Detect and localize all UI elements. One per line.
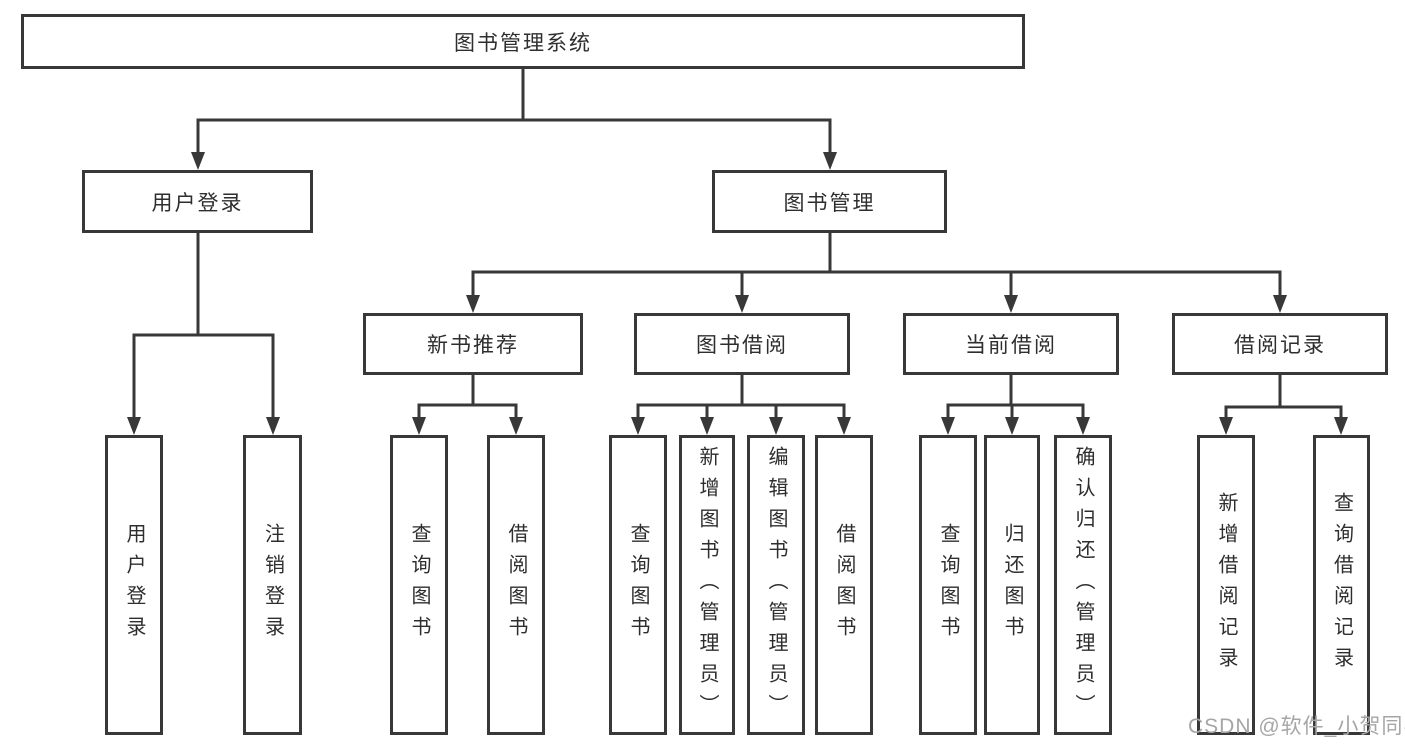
leaf-borrowing-borrow-books: 借阅图书 [815, 435, 873, 735]
leaf-edit-book-admin: 编辑图书（管理员） [747, 435, 805, 735]
node-current-borrowing: 当前借阅 [903, 313, 1119, 375]
arrow-to-newbook [466, 295, 480, 313]
leaf-query-borrow-record: 查询借阅记录 [1313, 435, 1370, 735]
edge-current-bar [946, 403, 1085, 419]
edge-root-bar [196, 118, 832, 154]
edge-login-bar [132, 333, 275, 419]
arrow-bb-leaf3 [769, 417, 783, 435]
arrow-cb-leaf2 [1005, 417, 1019, 435]
node-book-management: 图书管理 [712, 170, 947, 233]
arrow-br-leaf2 [1334, 417, 1348, 435]
arrow-to-login-child1 [127, 417, 141, 435]
leaf-add-borrow-record: 新增借阅记录 [1197, 435, 1255, 735]
arrow-to-current [1004, 295, 1018, 313]
edge-mgmt-bar [471, 270, 1282, 297]
arrow-to-login [191, 152, 205, 170]
leaf-current-query-books: 查询图书 [919, 435, 977, 735]
leaf-newbook-borrow-books: 借阅图书 [487, 435, 545, 735]
edge-newbook-bar [417, 403, 518, 419]
leaf-label: 新增图书（管理员） [696, 445, 718, 725]
leaf-label: 查询借阅记录 [1330, 492, 1353, 678]
node-new-book-recommend: 新书推荐 [363, 313, 583, 375]
leaf-return-books: 归还图书 [984, 435, 1040, 735]
leaf-add-book-admin: 新增图书（管理员） [679, 435, 735, 735]
connector-lines [132, 69, 1343, 419]
leaf-label: 确认归还（管理员） [1072, 445, 1094, 725]
arrow-cb-leaf1 [941, 417, 955, 435]
arrow-br-leaf1 [1219, 417, 1233, 435]
node-system-root: 图书管理系统 [21, 14, 1025, 69]
edge-borrow-bar [636, 403, 846, 419]
arrow-nb-leaf1 [412, 417, 426, 435]
leaf-label: 查询图书 [627, 523, 649, 647]
leaf-user-login: 用户登录 [105, 435, 163, 735]
arrow-to-login-child2 [266, 417, 280, 435]
arrow-to-mgmt [823, 152, 837, 170]
arrow-bb-leaf1 [631, 417, 645, 435]
arrow-to-borrow [735, 295, 749, 313]
leaf-label: 归还图书 [1001, 523, 1023, 647]
leaf-label: 借阅图书 [833, 523, 855, 647]
leaf-confirm-return-admin: 确认归还（管理员） [1054, 435, 1112, 735]
arrow-to-records [1273, 295, 1287, 313]
leaf-label: 新增借阅记录 [1215, 492, 1237, 678]
arrow-cb-leaf3 [1076, 417, 1090, 435]
leaf-label: 注销登录 [261, 523, 284, 647]
leaf-label: 查询图书 [937, 523, 959, 647]
edge-records-bar [1224, 405, 1343, 419]
node-user-login: 用户登录 [82, 170, 313, 233]
leaf-logout: 注销登录 [243, 435, 302, 735]
csdn-watermark: CSDN @软件_小贺同学 [1188, 715, 1405, 738]
arrow-bb-leaf2 [700, 417, 714, 435]
edge-borrow-mid-drops [705, 405, 778, 419]
node-borrowing-records: 借阅记录 [1172, 313, 1388, 375]
leaf-label: 用户登录 [123, 523, 145, 647]
edge-mgmt-mid-drops [740, 272, 1013, 297]
leaf-borrowing-query-books: 查询图书 [609, 435, 667, 735]
arrow-nb-leaf2 [509, 417, 523, 435]
leaf-newbook-query-books: 查询图书 [390, 435, 448, 735]
arrowheads [127, 152, 1348, 435]
node-book-borrowing: 图书借阅 [634, 313, 850, 375]
leaf-label: 编辑图书（管理员） [765, 445, 787, 725]
leaf-label: 借阅图书 [505, 523, 527, 647]
leaf-label: 查询图书 [408, 523, 430, 647]
arrow-bb-leaf4 [837, 417, 851, 435]
